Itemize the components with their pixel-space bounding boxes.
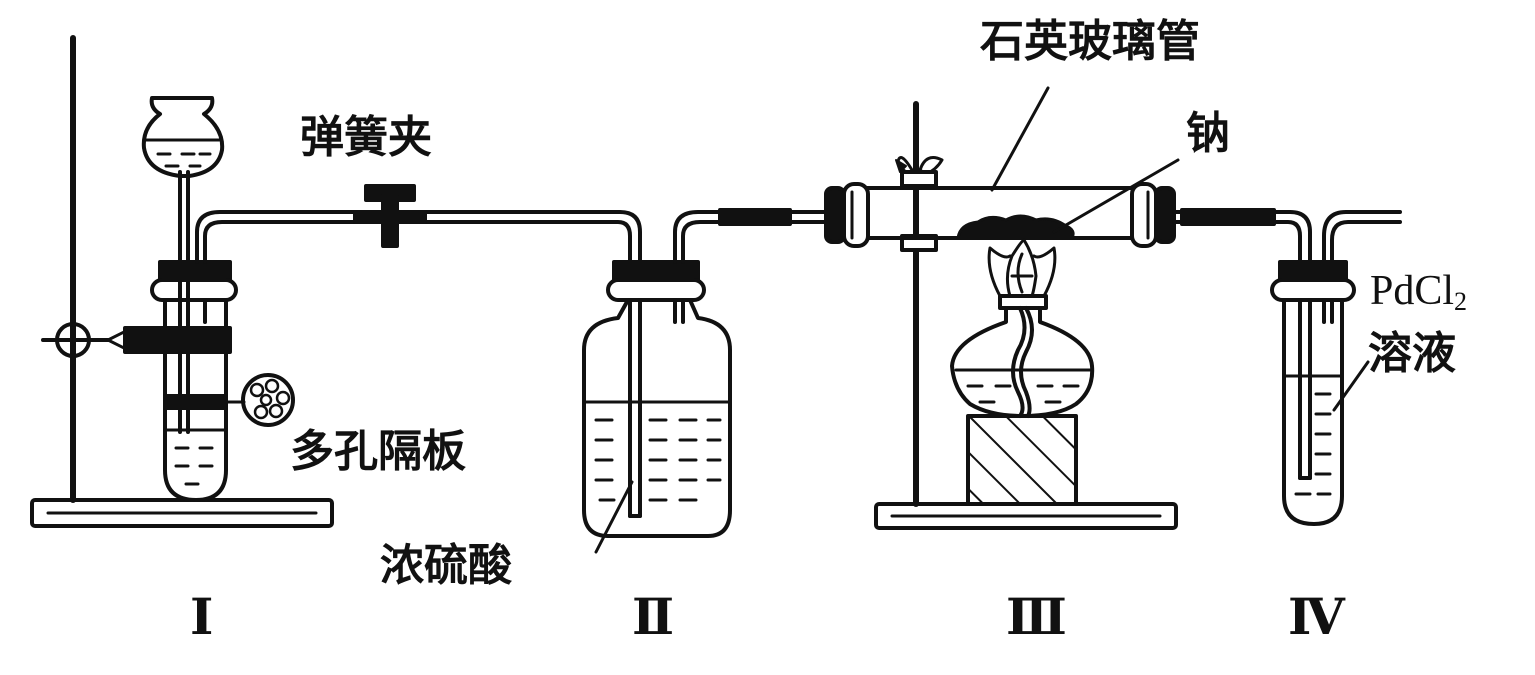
apparatus-4 bbox=[1172, 208, 1402, 526]
separatory-funnel bbox=[141, 96, 225, 178]
apparatus-1 bbox=[30, 35, 642, 528]
pdcl2-subscript: 2 bbox=[1454, 287, 1468, 316]
sodium-piece bbox=[956, 214, 1075, 240]
label-sodium: 钠 bbox=[1186, 108, 1230, 159]
leader-sodium bbox=[1052, 158, 1180, 234]
pdcl2-main: PdCl bbox=[1370, 268, 1455, 314]
wooden-block bbox=[966, 414, 1078, 506]
label-pdcl2: PdCl2 bbox=[1370, 270, 1467, 315]
spring-clamp bbox=[353, 184, 427, 248]
leader-sulfuric bbox=[594, 480, 634, 554]
label-apparatus-4: Ⅳ bbox=[1288, 589, 1345, 645]
label-apparatus-3: Ⅲ bbox=[1006, 589, 1067, 645]
flame bbox=[987, 238, 1057, 298]
label-conc-sulfuric-acid: 浓硫酸 bbox=[380, 540, 512, 591]
leader-pdcl2 bbox=[1332, 360, 1370, 412]
label-apparatus-2: Ⅱ bbox=[632, 589, 675, 645]
leader-lines bbox=[594, 86, 1370, 554]
label-apparatus-1: Ⅰ bbox=[190, 589, 214, 645]
gas-washing-bottle bbox=[582, 298, 732, 538]
label-solution: 溶液 bbox=[1368, 328, 1456, 379]
test-tube-1 bbox=[163, 298, 228, 502]
label-quartz-tube: 石英玻璃管 bbox=[980, 16, 1200, 67]
apparatus-2 bbox=[582, 208, 842, 538]
label-spring-clamp: 弹簧夹 bbox=[300, 112, 432, 163]
test-tube-4 bbox=[1282, 298, 1344, 526]
leader-quartz bbox=[990, 86, 1050, 192]
label-porous-plate: 多孔隔板 bbox=[290, 426, 466, 477]
apparatus-3 bbox=[824, 101, 1178, 530]
porous-plate bbox=[163, 394, 228, 410]
porous-plate-zoom-icon bbox=[241, 373, 295, 427]
alcohol-lamp bbox=[950, 294, 1095, 418]
